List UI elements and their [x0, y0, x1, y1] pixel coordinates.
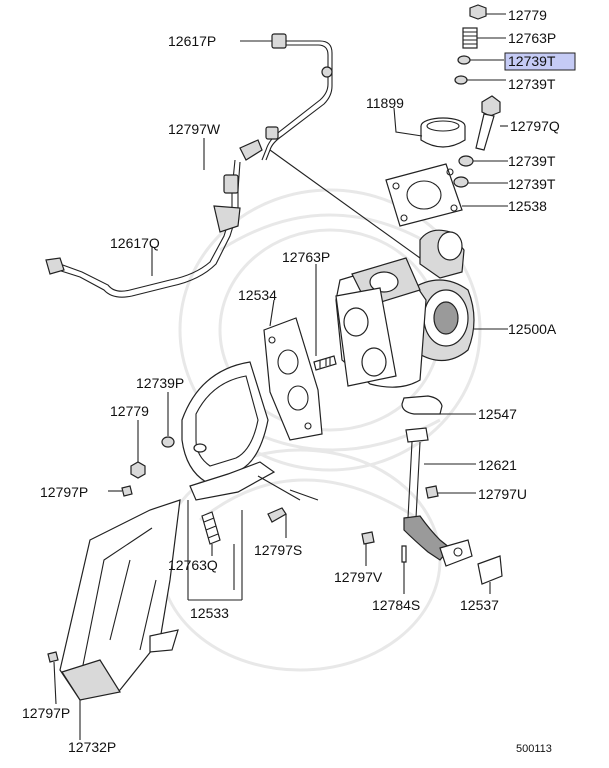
label-12779-mid: 12779 — [110, 403, 149, 419]
banjo-fitting-lower — [239, 139, 263, 161]
label-12739p: 12739P — [136, 375, 184, 391]
label-12797v: 12797V — [334, 569, 383, 585]
pipe-bracket — [223, 174, 239, 194]
label-11899: 11899 — [366, 95, 404, 111]
bolt-12797v — [361, 531, 375, 545]
label-12732p: 12732P — [68, 739, 116, 755]
label-12617p: 12617P — [168, 33, 216, 49]
gasket-12534 — [263, 317, 323, 441]
gasket-12537 — [477, 555, 503, 585]
label-12537: 12537 — [460, 597, 499, 613]
label-12534: 12534 — [238, 287, 277, 303]
leader-lines — [53, 13, 508, 740]
label-12547: 12547 — [478, 406, 517, 422]
pipe-nut — [265, 126, 279, 140]
nut-12779-mid — [130, 461, 146, 479]
label-12763q: 12763Q — [168, 557, 218, 573]
label-12533: 12533 — [190, 605, 229, 621]
hardware-stack — [453, 4, 501, 188]
clip-12784s — [401, 545, 407, 563]
label-12739t-highlighted[interactable]: 12739T — [508, 53, 556, 69]
label-12797w: 12797W — [168, 121, 221, 137]
part-labels: 12779 12763P 12739T 12739T 11899 12797Q … — [22, 7, 560, 755]
bolt-12797u — [425, 485, 439, 499]
label-12617q: 12617Q — [110, 235, 160, 251]
pipe-bracket-lower — [213, 205, 241, 233]
washer-12739t-a — [457, 55, 471, 65]
label-12784s: 12784S — [372, 597, 420, 613]
label-12797s: 12797S — [254, 542, 302, 558]
exhaust-fitting-12533 — [181, 361, 276, 501]
banjo-fitting-top — [271, 33, 287, 49]
turbocharger-12500a — [335, 229, 475, 388]
pipe-flange — [439, 539, 473, 567]
label-12739t-4: 12739T — [508, 176, 556, 192]
washer-12739t-c — [458, 155, 474, 167]
label-12797u: 12797U — [478, 486, 527, 502]
label-12797q: 12797Q — [510, 118, 560, 134]
bolt-shaft-12797q — [475, 113, 495, 151]
bolt-12797p-mid — [121, 485, 133, 497]
label-12739t-2: 12739T — [508, 76, 556, 92]
washer-12739p — [161, 436, 175, 448]
bolt-12797s — [267, 507, 287, 523]
gasket-12538 — [385, 163, 463, 227]
washer-12739t-b — [454, 75, 468, 85]
label-12500a: 12500A — [508, 321, 557, 337]
label-12763p-top: 12763P — [508, 30, 556, 46]
label-12797p-mid: 12797P — [40, 484, 88, 500]
label-12779-top: 12779 — [508, 7, 547, 23]
label-12797p-bot: 12797P — [22, 705, 70, 721]
oil-return-pipe-12621 — [403, 427, 473, 567]
bolt-head-12797q — [481, 95, 501, 117]
highlighted-part-box — [504, 52, 576, 71]
heat-shield-12732p — [59, 499, 181, 701]
figure-code: 500113 — [516, 743, 552, 755]
washer-12739t-d — [453, 176, 469, 188]
nut-12779 — [469, 4, 487, 20]
pipe-end-fitting — [45, 257, 65, 275]
label-12621: 12621 — [478, 457, 517, 473]
label-12763p-mid: 12763P — [282, 249, 330, 265]
label-12538: 12538 — [508, 198, 547, 214]
stud-12763p — [462, 27, 478, 49]
oil-feed-pipe — [239, 33, 333, 161]
gasket-12547 — [401, 395, 443, 415]
pipe-clamp — [321, 66, 333, 78]
label-12739t-3: 12739T — [508, 153, 556, 169]
stud-12763p-mid — [313, 355, 337, 371]
bolt-12797p-bot — [47, 651, 59, 663]
oil-return-pipe — [45, 159, 241, 298]
clamp-ring-11899 — [420, 117, 466, 148]
